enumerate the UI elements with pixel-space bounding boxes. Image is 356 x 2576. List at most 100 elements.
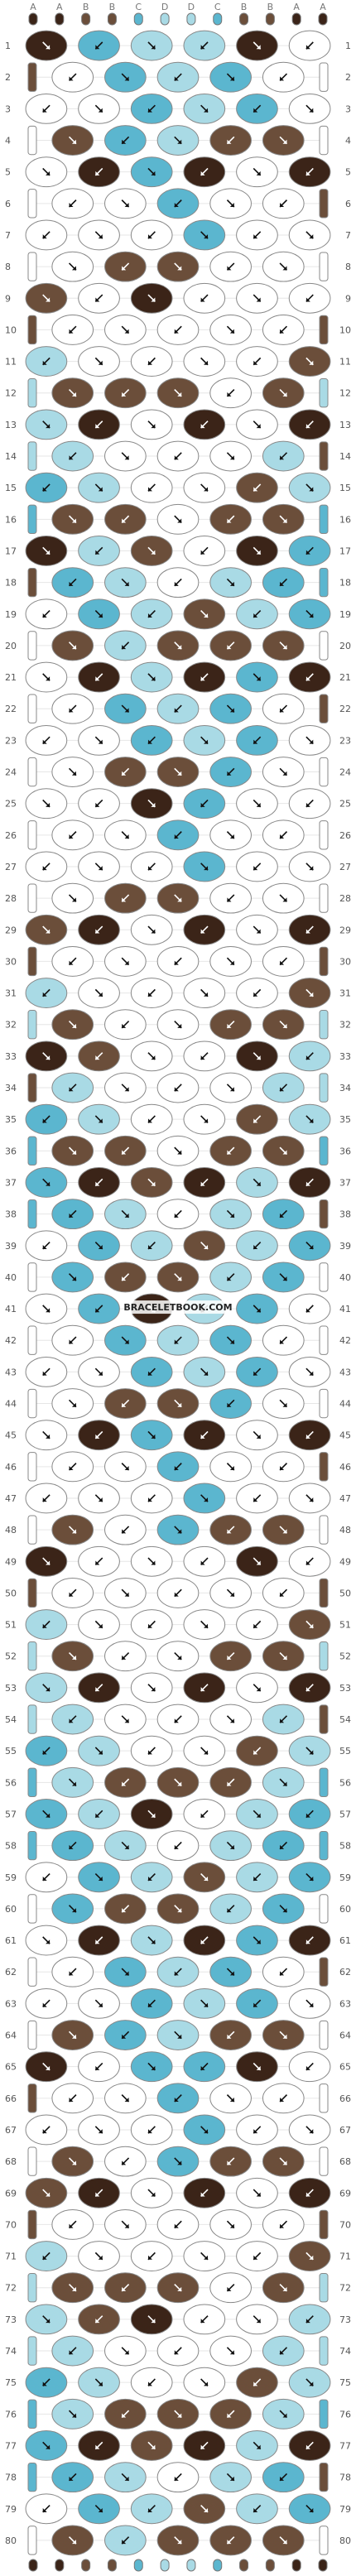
knot[interactable] — [104, 1135, 147, 1166]
knot[interactable] — [262, 2272, 305, 2304]
knot[interactable] — [262, 1324, 305, 1356]
knot[interactable] — [25, 1799, 68, 1829]
knot[interactable] — [104, 1956, 147, 1987]
knot[interactable] — [78, 1103, 120, 1135]
knot[interactable] — [288, 1293, 331, 1324]
knot[interactable] — [156, 440, 200, 472]
knot[interactable] — [130, 1167, 173, 1198]
knot[interactable] — [25, 851, 68, 882]
knot[interactable] — [25, 2304, 68, 2335]
knot[interactable] — [51, 1262, 94, 1293]
knot[interactable] — [156, 693, 200, 724]
knot[interactable] — [209, 2020, 252, 2050]
knot[interactable] — [183, 1799, 226, 1829]
knot[interactable] — [262, 2020, 305, 2050]
knot[interactable] — [288, 2177, 331, 2208]
knot[interactable] — [262, 440, 305, 472]
knot[interactable] — [156, 1199, 200, 1230]
knot[interactable] — [183, 978, 226, 1009]
knot[interactable] — [262, 882, 305, 914]
knot[interactable] — [288, 346, 331, 377]
knot[interactable] — [262, 1199, 305, 1230]
knot[interactable] — [51, 1956, 94, 1987]
knot[interactable] — [25, 30, 68, 61]
knot[interactable] — [104, 61, 147, 93]
knot[interactable] — [78, 1293, 120, 1324]
knot[interactable] — [262, 2335, 305, 2367]
knot[interactable] — [183, 1545, 226, 1577]
knot[interactable] — [236, 1609, 278, 1641]
knot[interactable] — [78, 851, 120, 882]
knot[interactable] — [156, 2462, 200, 2493]
knot[interactable] — [130, 1103, 173, 1135]
knot[interactable] — [236, 1987, 278, 2019]
knot[interactable] — [288, 1987, 331, 2019]
knot[interactable] — [78, 2051, 120, 2083]
knot[interactable] — [288, 1103, 331, 1135]
knot[interactable] — [25, 472, 68, 503]
knot[interactable] — [51, 188, 94, 219]
knot[interactable] — [130, 598, 173, 630]
knot[interactable] — [183, 409, 226, 440]
knot[interactable] — [262, 819, 305, 851]
knot[interactable] — [183, 282, 226, 314]
knot[interactable] — [51, 1830, 94, 1862]
knot[interactable] — [262, 377, 305, 409]
knot[interactable] — [130, 2493, 173, 2525]
knot[interactable] — [25, 914, 68, 945]
knot[interactable] — [209, 1072, 252, 1103]
knot[interactable] — [156, 1072, 200, 1103]
knot[interactable] — [78, 2241, 120, 2272]
knot[interactable] — [51, 377, 94, 409]
knot[interactable] — [288, 1609, 331, 1641]
knot[interactable] — [104, 1199, 147, 1230]
knot[interactable] — [183, 1925, 226, 1956]
knot[interactable] — [236, 1103, 278, 1135]
knot[interactable] — [78, 1167, 120, 1198]
knot[interactable] — [236, 1483, 278, 1514]
knot[interactable] — [262, 1072, 305, 1103]
knot[interactable] — [183, 472, 226, 503]
knot[interactable] — [288, 1167, 331, 1198]
knot[interactable] — [25, 1483, 68, 1514]
knot[interactable] — [25, 978, 68, 1009]
knot[interactable] — [262, 1830, 305, 1862]
knot[interactable] — [209, 1514, 252, 1545]
knot[interactable] — [288, 1862, 331, 1893]
knot[interactable] — [25, 1609, 68, 1641]
knot[interactable] — [236, 536, 278, 566]
knot[interactable] — [130, 1672, 173, 1704]
knot[interactable] — [25, 1987, 68, 2019]
knot[interactable] — [288, 914, 331, 945]
knot[interactable] — [236, 1420, 278, 1451]
knot[interactable] — [156, 1577, 200, 1608]
knot[interactable] — [288, 2493, 331, 2525]
knot[interactable] — [183, 661, 226, 693]
knot[interactable] — [262, 567, 305, 598]
knot[interactable] — [236, 2367, 278, 2398]
knot[interactable] — [78, 472, 120, 503]
knot[interactable] — [78, 93, 120, 124]
knot[interactable] — [104, 630, 147, 661]
knot[interactable] — [183, 1040, 226, 1072]
knot[interactable] — [156, 945, 200, 977]
knot[interactable] — [236, 409, 278, 440]
knot[interactable] — [288, 1545, 331, 1577]
knot[interactable] — [130, 724, 173, 756]
knot[interactable] — [104, 945, 147, 977]
knot[interactable] — [130, 472, 173, 503]
knot[interactable] — [156, 1451, 200, 1483]
knot[interactable] — [51, 819, 94, 851]
knot[interactable] — [78, 2367, 120, 2398]
knot[interactable] — [288, 282, 331, 314]
knot[interactable] — [78, 1230, 120, 1262]
knot[interactable] — [209, 1893, 252, 1925]
knot[interactable] — [104, 1766, 147, 1798]
knot[interactable] — [288, 788, 331, 819]
knot[interactable] — [156, 2525, 200, 2556]
knot[interactable] — [236, 346, 278, 377]
knot[interactable] — [130, 1862, 173, 1893]
knot[interactable] — [183, 536, 226, 566]
knot[interactable] — [288, 851, 331, 882]
knot[interactable] — [104, 2525, 147, 2556]
